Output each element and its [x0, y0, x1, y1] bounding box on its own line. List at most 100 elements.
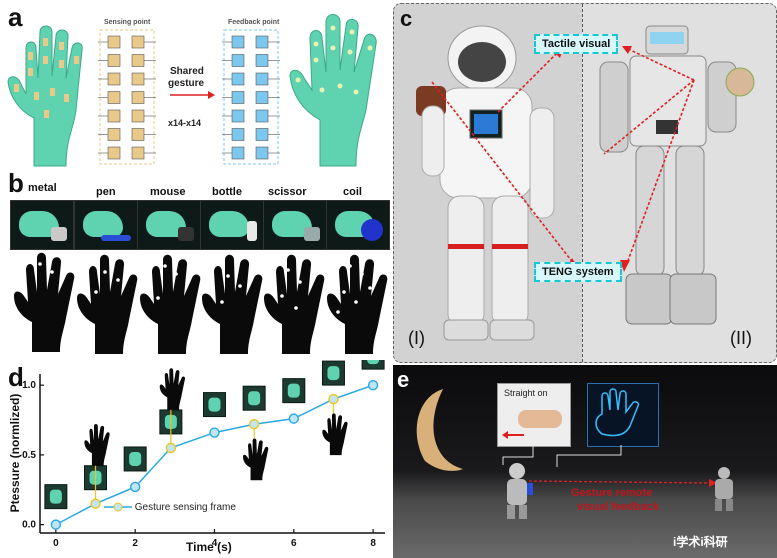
glove-icon [7, 25, 83, 167]
hand-silhouette-icon [327, 254, 388, 354]
y-tick-label: 0.5 [22, 450, 36, 461]
y-tick-label: 0.0 [22, 520, 36, 531]
grid-cell [231, 72, 245, 86]
sensing-point-title: Sensing point [104, 19, 151, 26]
hand-silhouette-icon [84, 424, 110, 466]
straight-on-label: Straight on [504, 388, 548, 398]
grid-cell [231, 109, 245, 123]
y-axis-title: Ptessure (normlized) [8, 393, 22, 513]
marker-right: (II) [730, 328, 752, 348]
signal-lines [502, 445, 717, 487]
hand-silhouette-icon [14, 252, 75, 352]
data-point [288, 413, 299, 424]
grid-cell [107, 35, 121, 49]
gesture-frame-thumb [123, 446, 147, 472]
hand-silhouette-icon [202, 254, 263, 354]
panel-a: a Sensing point Feedback point Shared ge… [0, 0, 395, 170]
y-tick-label: 1.0 [22, 380, 36, 391]
gesture-frame-thumb [202, 392, 226, 418]
panel-a-label: a [8, 2, 23, 32]
x-tick-label: 0 [53, 538, 59, 549]
moon-icon [416, 389, 463, 471]
grid-cell [131, 72, 145, 86]
chart-legend: Gesture sensing frame [104, 502, 236, 513]
grid-cell [255, 109, 269, 123]
data-point [165, 442, 177, 454]
hand-silhouette-icon [242, 438, 269, 481]
marker-left: (I) [408, 328, 425, 348]
x-tick-label: 8 [370, 538, 376, 549]
photo-scissor [263, 200, 327, 250]
x-tick-label: 4 [212, 538, 218, 549]
hand-silhouette-icon [77, 254, 138, 354]
grid-size-label: x14-x14 [168, 118, 202, 128]
gesture-frame-thumb [282, 378, 306, 404]
grid-cell [231, 128, 245, 141]
grid-cell [255, 54, 269, 67]
grid-cell [255, 146, 269, 160]
grid-cell [107, 91, 121, 104]
watermark: i学术i科研 [673, 535, 728, 549]
photo-metal [10, 200, 74, 250]
remote-feedback-line-1: Gesture remote [571, 487, 653, 499]
feedback-glove-icon [289, 14, 377, 167]
data-point [248, 419, 260, 430]
grid-cell [255, 35, 269, 49]
legend-label: Gesture sensing frame [134, 502, 236, 513]
data-point [129, 481, 141, 493]
arrow-icon [170, 91, 215, 99]
panel-e: e Straight on Gesture remote visual feed… [393, 365, 777, 558]
remote-feedback-line-2: visual feedback [577, 501, 659, 513]
gesture-frame-thumb [44, 484, 68, 510]
photo-pen [74, 200, 138, 250]
grid-cell [255, 91, 269, 104]
object-label-bottle: bottle [212, 186, 242, 198]
grid-cell [231, 35, 245, 49]
hand-silhouette-icon [322, 413, 348, 456]
grid-cell [255, 72, 269, 86]
panel-b-label: b [8, 168, 24, 198]
feedback-grid [222, 29, 280, 165]
sensing-grid [98, 29, 156, 165]
panel-c: c [393, 3, 777, 363]
astronaut-icon [416, 25, 555, 341]
grid-cell [107, 109, 121, 123]
hand-silhouette-row [14, 252, 388, 354]
grid-cell [231, 146, 245, 160]
data-point [367, 379, 379, 391]
data-point [90, 498, 101, 509]
grid-cell [131, 35, 145, 49]
grid-cell [231, 91, 245, 104]
photo-mouse [137, 200, 201, 250]
photo-bottle [200, 200, 264, 250]
visual-feedback-card [587, 383, 659, 447]
gesture-frame-thumb [361, 360, 385, 370]
shared-gesture-label-1: Shared [170, 66, 204, 77]
data-point [328, 393, 339, 405]
panel-d-label: d [8, 362, 24, 392]
feedback-point-title: Feedback point [228, 19, 280, 26]
object-label-coil: coil [343, 186, 362, 198]
photo-coil [326, 200, 390, 250]
panel-c-label: c [400, 6, 413, 31]
robot-icon [599, 25, 755, 325]
hand-silhouette-icon [140, 254, 201, 354]
shared-gesture-label-2: gesture [168, 78, 205, 89]
hand-silhouette-icon [159, 368, 186, 410]
object-label-metal: metal [28, 182, 57, 194]
astronaut-figure-left [507, 463, 533, 519]
data-point [50, 519, 62, 530]
object-label-pen: pen [96, 186, 116, 198]
grid-cell [107, 146, 121, 160]
astronaut-figure-right [715, 467, 733, 511]
grid-cell [131, 146, 145, 160]
hand-silhouette-icon [264, 254, 325, 354]
panel-b: b metal pen mouse bottle scissor coil [0, 168, 395, 358]
straight-on-card: Straight on [497, 383, 571, 447]
grid-cell [131, 128, 145, 141]
grid-cell [131, 91, 145, 104]
x-tick-label: 6 [291, 538, 297, 549]
grid-cell [107, 72, 121, 86]
